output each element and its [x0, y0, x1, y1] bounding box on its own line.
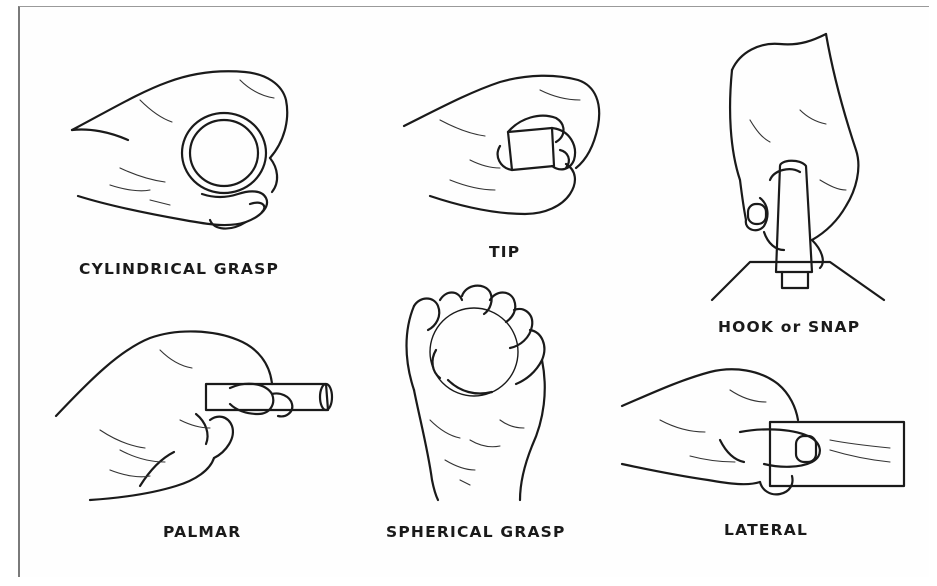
lateral-grasp-hand-illustration: [622, 369, 904, 494]
lateral-label: LATERAL: [724, 521, 808, 539]
spherical-grasp-label: SPHERICAL GRASP: [386, 523, 566, 541]
hook-or-snap-label: HOOK or SNAP: [718, 318, 860, 336]
tip-grasp-hand-illustration: [404, 76, 599, 214]
palmar-grasp-hand-illustration: [56, 331, 332, 500]
cylindrical-grasp-label: CYLINDRICAL GRASP: [79, 260, 279, 278]
tip-label: TIP: [489, 243, 520, 261]
hook-grasp-hand-illustration: [712, 34, 884, 300]
spherical-grasp-hand-illustration: [407, 286, 545, 500]
palmar-label: PALMAR: [163, 523, 241, 541]
cylindrical-grasp-hand-illustration: [72, 71, 287, 228]
